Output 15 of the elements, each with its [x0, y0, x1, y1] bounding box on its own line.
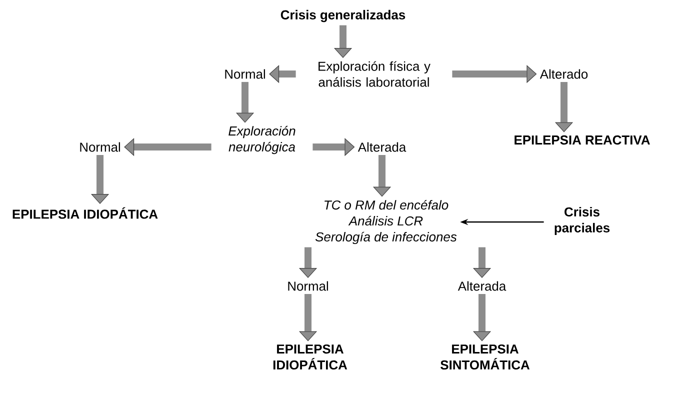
heading-text: Crisis parciales [554, 207, 610, 235]
result-text: Normal [80, 142, 120, 152]
step-text: Exploración neurológica [228, 126, 296, 154]
result-text: Normal [288, 281, 328, 291]
step-text: TC o RM del encéfalo Análisis LCR Serología de infecciones [315, 200, 457, 244]
result-text: Normal [225, 69, 265, 79]
diagnosis-text: EPILEPSIA SINTOMÁTICA [440, 344, 530, 370]
step-text: Exploración física y análisis laboratorial [318, 61, 430, 87]
result-text: Alterada [458, 281, 506, 291]
diagnosis-text: EPILEPSIA IDIOPÁTICA [12, 207, 158, 219]
heading-text: Crisis generalizadas [280, 10, 406, 22]
result-text: Alterada [358, 142, 406, 152]
diagnosis-text: EPILEPSIA REACTIVA [514, 135, 650, 145]
result-text: Alterado [540, 69, 588, 79]
diagnosis-text: EPILEPSIA IDIOPÁTICA [273, 344, 348, 370]
